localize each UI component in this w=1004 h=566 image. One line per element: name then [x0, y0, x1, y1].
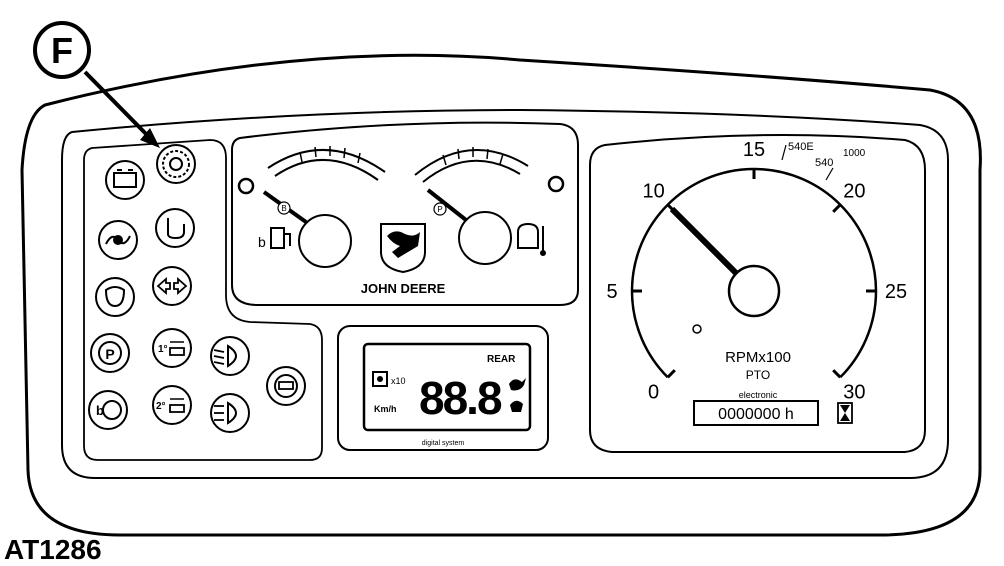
temp-marker-circle — [433, 202, 447, 216]
svg-text:b: b — [96, 403, 104, 418]
tachometer-tick-label: 0 — [648, 381, 659, 403]
pto-540-mark: 540 — [815, 157, 833, 169]
tachometer-unit: RPMx100 — [725, 349, 791, 366]
callout-leader — [83, 70, 154, 142]
lcd-unit: Km/h — [374, 404, 397, 414]
tachometer-tick-label: 30 — [843, 381, 865, 403]
tachometer-hub — [727, 264, 781, 318]
lcd-digits: 88.8 — [419, 372, 502, 424]
tachometer: 0 5 10 15 20 25 30 — [606, 139, 907, 403]
pto-540e-mark: 540E — [788, 141, 814, 153]
fuel-pump-icon: b — [258, 227, 291, 250]
tachometer-tick-label: 15 — [743, 139, 765, 161]
lcd-screen — [362, 342, 532, 432]
callout-letter: F — [51, 30, 73, 71]
tachometer-tick — [666, 369, 676, 379]
pto-540-tick — [825, 167, 834, 181]
second-trailer-icon: 2° — [152, 385, 192, 425]
coolant-temperature-icon — [517, 222, 546, 256]
high-beam-icon — [210, 393, 250, 433]
temperature-gauge: P — [414, 147, 565, 265]
battery-icon — [105, 160, 145, 200]
pto-540e-tick — [781, 144, 787, 161]
brand-name: JOHN DEERE — [361, 281, 446, 296]
temperature-warning-lamp — [547, 175, 565, 193]
tachometer-tick-label: 10 — [642, 181, 664, 203]
figure-id: AT1286 — [4, 534, 102, 565]
svg-text:P: P — [105, 346, 114, 362]
svg-text:2°: 2° — [156, 401, 166, 412]
brake-warning-icon — [266, 366, 306, 406]
hourglass-icon — [837, 402, 853, 424]
hare-icon — [509, 378, 526, 391]
fuel-marker-circle — [277, 201, 291, 215]
tachometer-tick-label: 20 — [843, 181, 865, 203]
tachometer-tick — [832, 203, 842, 213]
pto-1000-mark: 1000 — [843, 148, 866, 159]
indicator-section — [83, 139, 323, 461]
temperature-gauge-hub — [458, 211, 512, 265]
fuel-gauge-hub — [298, 214, 352, 268]
tachometer-pto-label: PTO — [746, 368, 770, 382]
multi-function-icon[interactable] — [156, 144, 196, 184]
speed-icon — [372, 371, 388, 387]
fuel-reserve-icon: b — [88, 390, 128, 430]
tachometer-tick — [832, 369, 842, 379]
lcd-multiplier: x10 — [391, 376, 406, 386]
hour-meter-box — [693, 400, 819, 426]
temperature-needle — [426, 188, 468, 222]
svg-text:b: b — [258, 234, 266, 250]
lcd-rear-label: REAR — [487, 354, 516, 365]
glow-plug-icon — [95, 277, 135, 317]
lcd-caption: digital system — [422, 440, 465, 447]
low-beam-icon — [210, 336, 250, 376]
electronic-label: electronic — [739, 390, 778, 400]
indicator-dot — [692, 324, 702, 334]
hydraulic-filter-icon — [155, 208, 195, 248]
oil-pressure-icon — [98, 220, 138, 260]
turn-signal-icon — [152, 266, 192, 306]
temp-marker: P — [437, 205, 442, 214]
fuel-gauge: B b — [237, 146, 386, 268]
tortoise-icon — [510, 400, 523, 412]
callout-arrowhead — [140, 128, 160, 148]
svg-text:1°: 1° — [158, 344, 168, 355]
first-trailer-icon: 1° — [152, 328, 192, 368]
tachometer-needle — [669, 206, 741, 278]
tachometer-tick-label: 5 — [606, 281, 617, 303]
fuel-marker: B — [281, 204, 286, 213]
park-brake-icon: P — [90, 333, 130, 373]
tachometer-tick-label: 25 — [885, 281, 907, 303]
john-deere-logo — [380, 223, 426, 274]
callout-circle — [33, 21, 91, 79]
fuel-warning-lamp — [237, 177, 255, 195]
hour-meter-reading: 0000000 h — [718, 406, 794, 423]
